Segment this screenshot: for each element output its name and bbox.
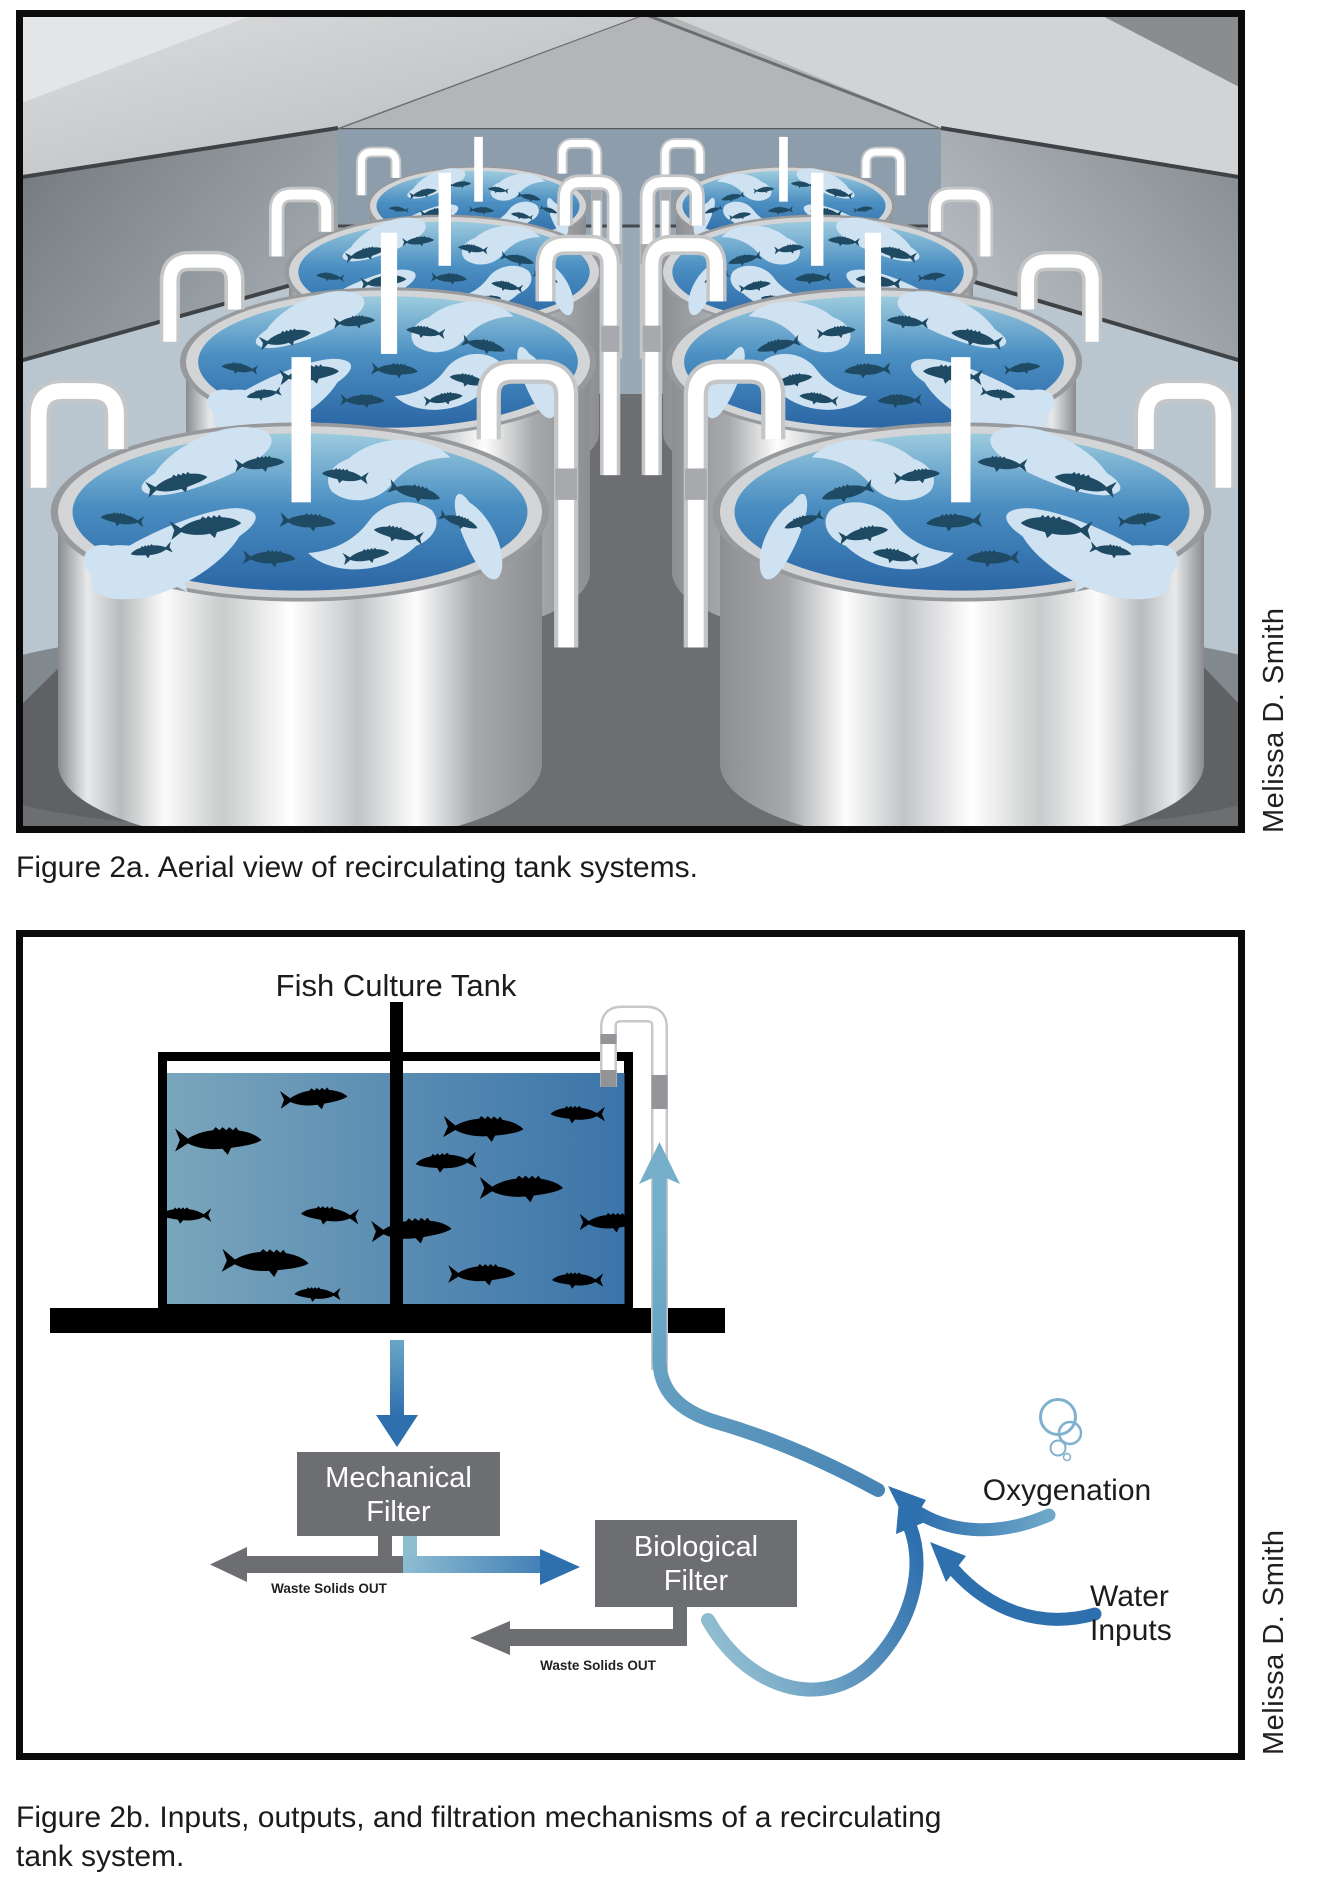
figure-2a-illustration [16,10,1245,833]
waste-solids-out-mechanical-label: Waste Solids OUT [271,1581,388,1596]
fish-tank [685,357,1223,833]
oxygenation-arrow [888,1486,1056,1537]
figure-2a-border [16,10,1245,833]
fish-culture-tank-label: Fish Culture Tank [276,968,517,1003]
waste-solids-out-biological-label: Waste Solids OUT [540,1658,657,1673]
mechanical-to-biological-arrow [403,1536,580,1585]
building-interior [23,17,1238,833]
biological-filter-box: Biological Filter [595,1520,797,1607]
figure-2b: Mechanical Filter Waste Solids OUT Biolo… [16,930,1245,1760]
figure-2b-caption: Figure 2b. Inputs, outputs, and filtrati… [16,1798,1226,1876]
fish-culture-tank [158,1002,633,1308]
return-flow-arrow [639,1142,885,1497]
figure-2b-diagram: Mechanical Filter Waste Solids OUT Biolo… [16,930,1245,1760]
water-inputs-label-line1: Water [1090,1580,1169,1613]
figure-2a [16,10,1245,833]
water-inputs-label-line2: Inputs [1090,1614,1172,1647]
water-inputs-arrow [930,1542,1102,1626]
figure-2b-border [16,930,1245,1760]
outflow-pipe [600,1005,668,1370]
bubbles-icon [1039,1398,1083,1462]
waste-solids-out-biological-arrow [470,1607,687,1655]
figure-2b-caption-line2: tank system. [16,1840,185,1873]
figure-2b-credit: Melissa D. Smith [1258,1529,1290,1755]
tank-stand [50,1308,725,1333]
tank-to-mechanical-arrow [376,1340,418,1447]
fish-tank [39,357,577,833]
mechanical-filter-box: Mechanical Filter [297,1452,500,1536]
biological-filter-label-line1: Biological [634,1531,758,1563]
roof [23,17,1238,179]
standpipe [390,1002,403,1308]
waste-solids-out-mechanical-arrow [210,1536,408,1582]
biological-filter-label-line2: Filter [664,1565,729,1597]
mechanical-filter-label-line2: Filter [366,1496,431,1528]
figure-2b-caption-line1: Figure 2b. Inputs, outputs, and filtrati… [16,1801,942,1834]
figure-2a-caption: Figure 2a. Aerial view of recirculating … [16,851,698,884]
figure-2a-credit: Melissa D. Smith [1258,607,1290,833]
oxygenation-label: Oxygenation [983,1474,1151,1507]
mechanical-filter-label-line1: Mechanical [325,1462,472,1494]
